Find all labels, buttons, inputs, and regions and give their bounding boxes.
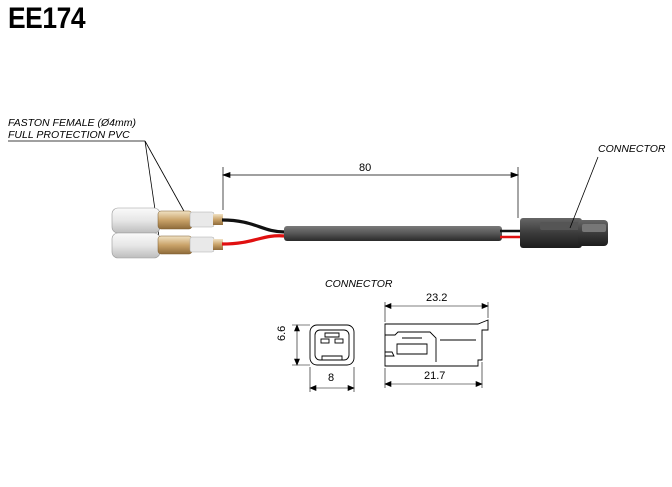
product-code-title: EE174 xyxy=(8,2,86,35)
front-view-dim-lines xyxy=(292,324,355,392)
faston-label-line1: FASTON FEMALE (Ø4mm) xyxy=(8,117,136,129)
black-wire xyxy=(221,218,286,234)
faston-label-line2: FULL PROTECTION PVC xyxy=(8,129,130,141)
connector-length-bottom-dim: 21.7 xyxy=(424,370,446,382)
faston-terminal-bottom xyxy=(111,232,223,259)
connector-length-top-dim: 23.2 xyxy=(426,292,448,304)
connector-front-view xyxy=(309,324,355,366)
red-wire xyxy=(221,234,286,246)
cable-length-dim: 80 xyxy=(359,162,372,174)
connector-detail-label: CONNECTOR xyxy=(325,278,393,290)
connector-side-view xyxy=(384,319,489,367)
cable-length-dim-lines xyxy=(221,167,520,218)
connector-width-dim: 8 xyxy=(328,372,335,384)
faston-terminal-top xyxy=(111,207,223,234)
connector-leader xyxy=(569,156,599,229)
cable-sheath xyxy=(284,226,502,241)
side-view-dim-lines xyxy=(384,302,489,388)
connector-label: CONNECTOR xyxy=(598,143,666,155)
connector-body xyxy=(520,218,608,248)
connector-height-dim: 6.6 xyxy=(276,325,288,341)
